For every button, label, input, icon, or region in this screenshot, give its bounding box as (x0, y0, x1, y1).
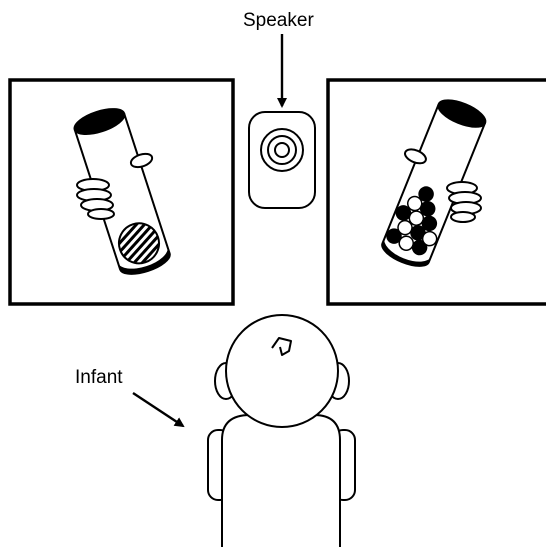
infant-body (222, 415, 340, 547)
infant-label: Infant (75, 367, 123, 388)
infant-head (226, 315, 338, 427)
left-panel (10, 80, 233, 304)
right-panel (328, 80, 546, 304)
infant (208, 315, 355, 547)
infant-arrow (133, 393, 183, 426)
loudspeaker (249, 112, 315, 208)
speaker-label: Speaker (243, 10, 314, 31)
